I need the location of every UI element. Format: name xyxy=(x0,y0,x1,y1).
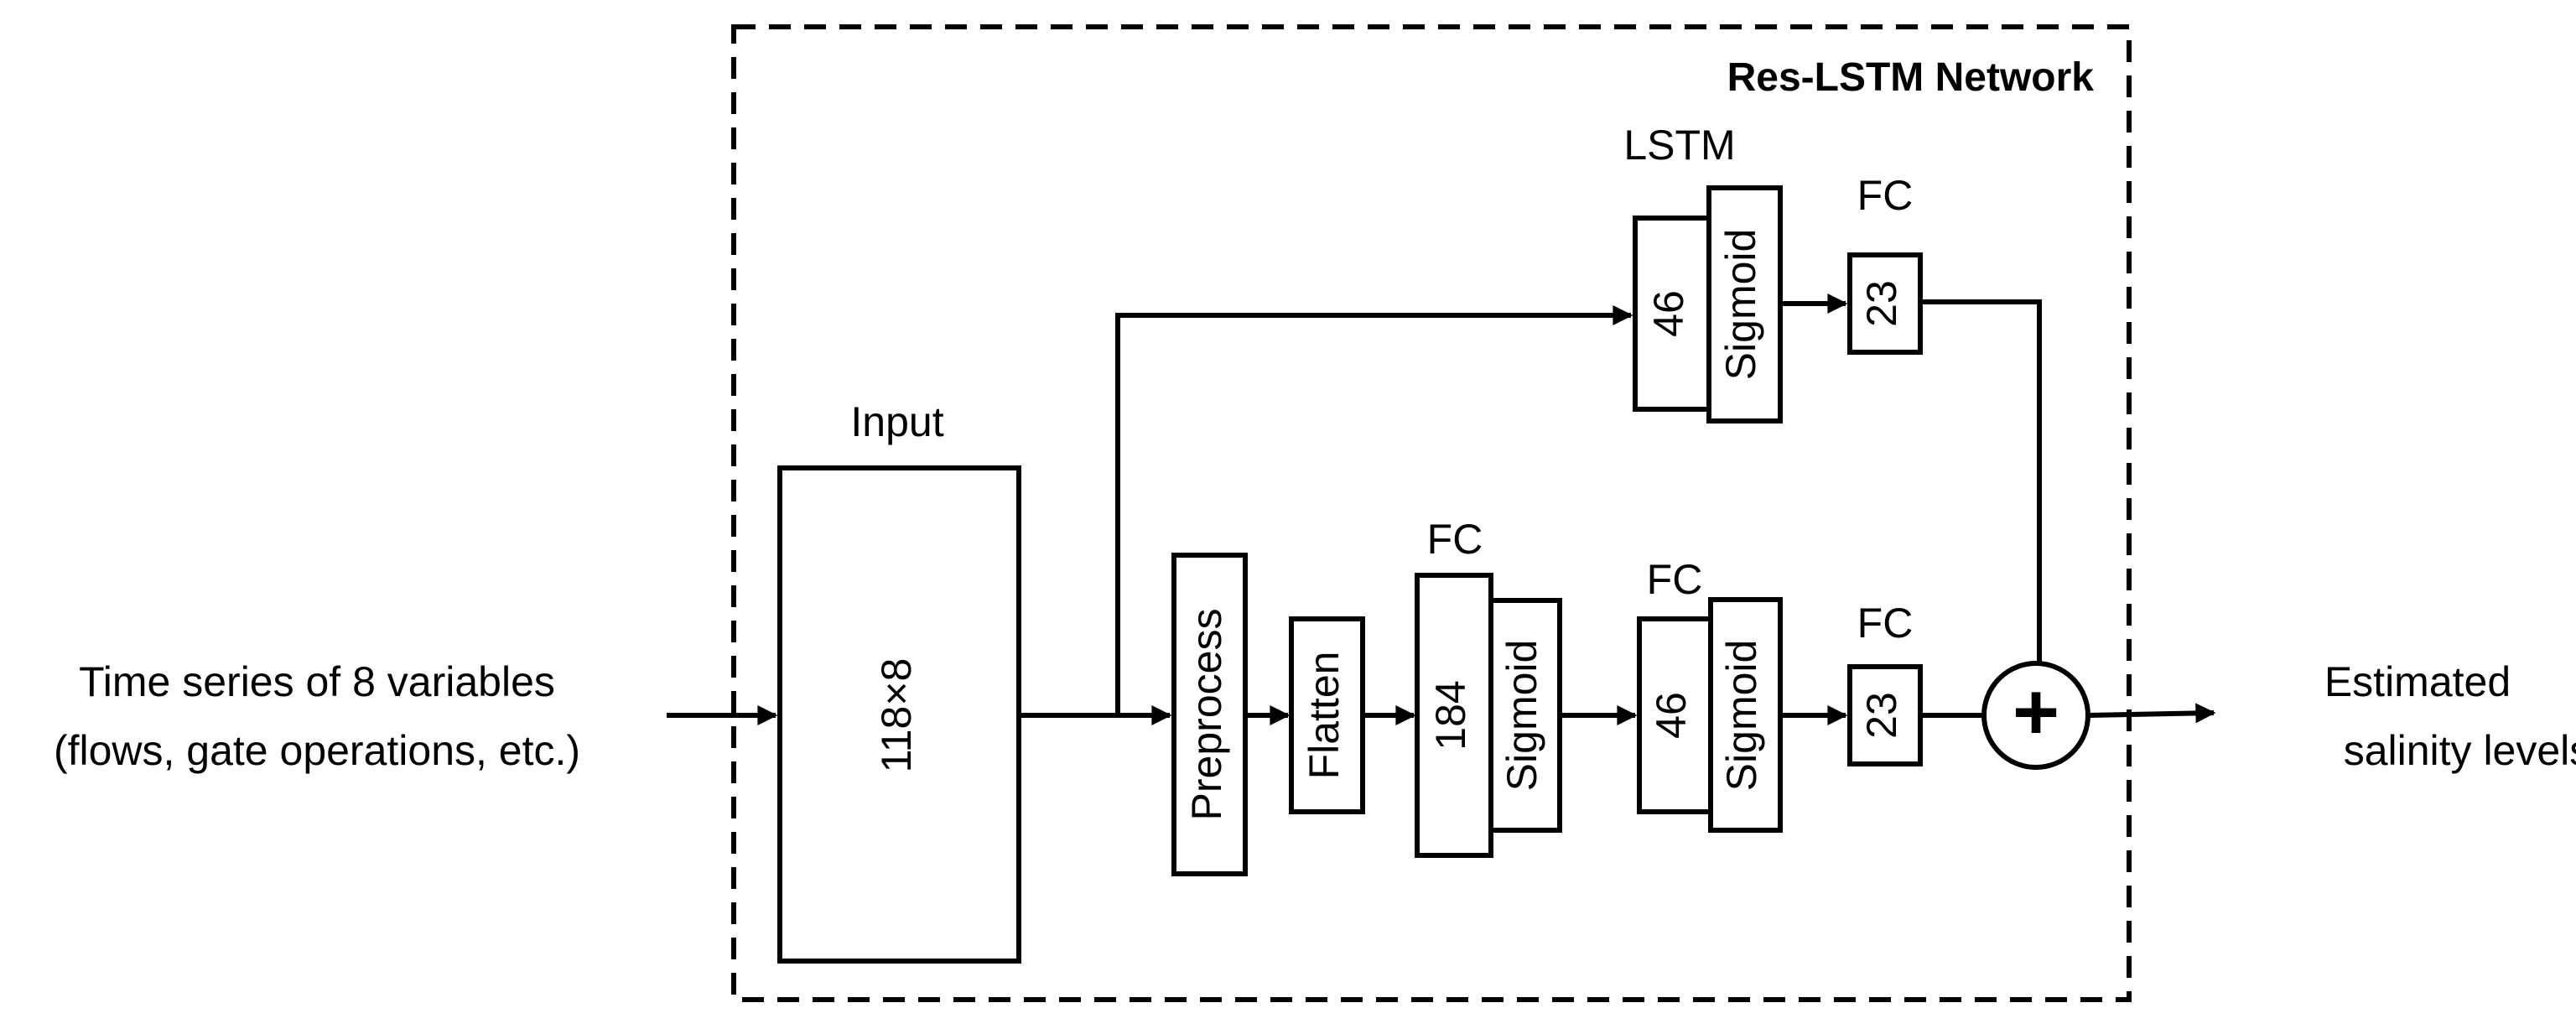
fc1-label: FC xyxy=(1427,516,1483,563)
fc-top-units: 23 xyxy=(1858,280,1905,327)
input-description-line2: (flows, gate operations, etc.) xyxy=(54,727,580,774)
fc-top-units-block xyxy=(1847,252,1923,355)
lstm-units: 46 xyxy=(1645,290,1692,337)
fc1-units-block xyxy=(1415,573,1493,858)
fc3-units-block xyxy=(1847,664,1923,766)
fc1-units: 184 xyxy=(1427,680,1474,750)
fc-top-label: FC xyxy=(1857,172,1914,219)
fc2-units-block xyxy=(1637,616,1713,814)
lstm-label: LSTM xyxy=(1623,122,1735,169)
input-shape: 118×8 xyxy=(873,658,920,773)
preprocess-block xyxy=(1171,553,1248,876)
fc2-activation-block xyxy=(1708,597,1783,833)
connectors xyxy=(667,294,2216,725)
network-title: Res-LSTM Network xyxy=(1727,55,2095,100)
input-label: Input xyxy=(850,398,943,445)
fc3-label: FC xyxy=(1857,600,1914,647)
output-description-line1: Estimated xyxy=(2324,658,2511,705)
sum-symbol: + xyxy=(2012,667,2059,756)
fc1-activation: Sigmoid xyxy=(1498,640,1545,792)
lstm-activation: Sigmoid xyxy=(1717,229,1764,381)
flatten-block xyxy=(1289,616,1365,814)
sum-node xyxy=(1981,661,2090,770)
fc2-label: FC xyxy=(1647,556,1703,603)
fc2-activation: Sigmoid xyxy=(1718,640,1765,792)
fc2-units: 46 xyxy=(1648,692,1695,739)
fc1-activation-block xyxy=(1488,598,1562,833)
input-block xyxy=(777,465,1021,964)
flatten-label: Flatten xyxy=(1301,652,1348,780)
lstm-activation-block xyxy=(1706,185,1783,423)
preprocess-label: Preprocess xyxy=(1183,609,1230,821)
input-description-line1: Time series of 8 variables xyxy=(79,658,555,705)
output-description-line2: salinity levels xyxy=(2344,727,2576,774)
lstm-units-block xyxy=(1633,216,1711,412)
network-frame xyxy=(731,24,2132,1002)
fc3-units: 23 xyxy=(1858,692,1905,739)
